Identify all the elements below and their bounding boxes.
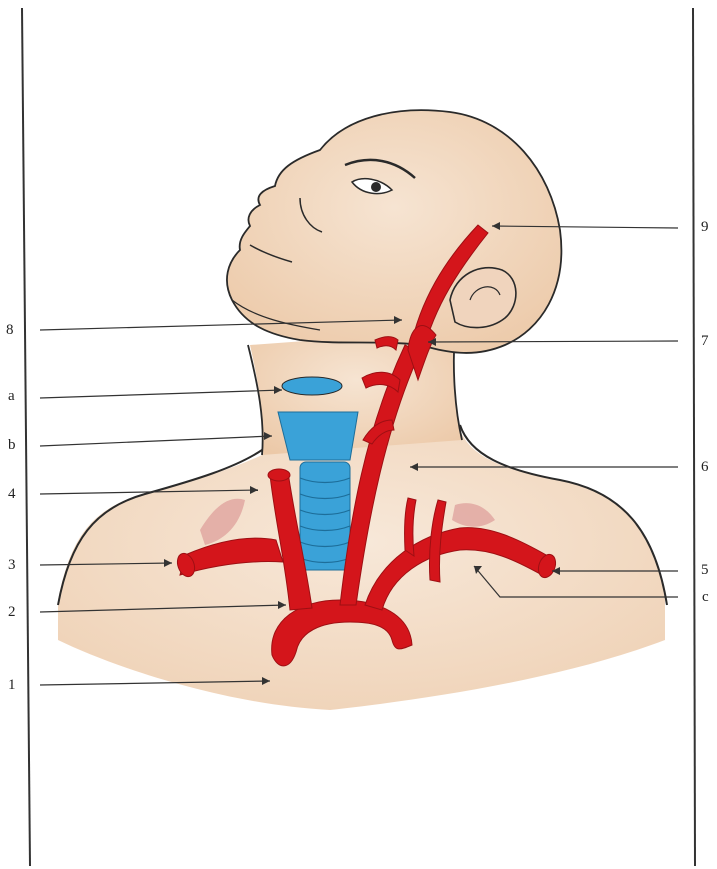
label-7: 7 <box>701 334 709 349</box>
label-2: 2 <box>8 605 16 620</box>
label-a: a <box>8 389 15 404</box>
label-9: 9 <box>701 220 709 235</box>
label-b: b <box>8 438 16 453</box>
thyroid-cartilage-shape <box>282 377 342 395</box>
label-c: c <box>702 590 709 605</box>
leader-line-b <box>40 436 272 446</box>
frame-right-line <box>693 8 695 866</box>
label-3: 3 <box>8 558 16 573</box>
trachea-shape <box>300 462 350 570</box>
frame-left-line <box>22 8 30 866</box>
leader-line-a <box>40 390 282 398</box>
label-5: 5 <box>701 563 709 578</box>
label-8: 8 <box>6 323 14 338</box>
cricoid-cartilage-shape <box>278 412 358 460</box>
label-1: 1 <box>8 678 16 693</box>
neck-shape <box>250 330 462 455</box>
label-6: 6 <box>701 460 709 475</box>
label-4: 4 <box>8 487 16 502</box>
pupil-shape <box>371 182 381 192</box>
